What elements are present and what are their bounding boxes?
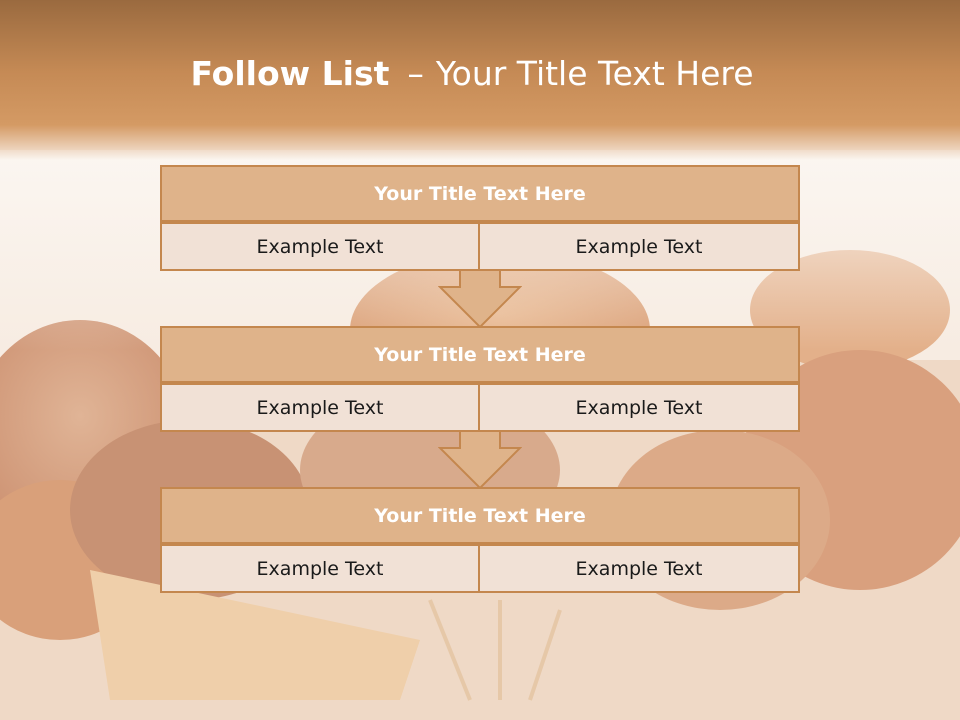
title-rest: Your Title Text Here [435, 54, 754, 93]
list-block-1: Your Title Text Here Example Text Exampl… [160, 165, 800, 271]
list-block-3: Your Title Text Here Example Text Exampl… [160, 487, 800, 593]
block-title: Your Title Text Here [160, 326, 800, 383]
slide-title: Follow List–Your Title Text Here [0, 54, 944, 93]
title-bold: Follow List [190, 54, 390, 93]
title-separator: – [407, 54, 424, 93]
block-right-text: Example Text [480, 544, 800, 593]
down-arrow-icon [438, 430, 522, 490]
title-band [0, 0, 960, 160]
block-right-text: Example Text [480, 222, 800, 271]
block-title: Your Title Text Here [160, 165, 800, 222]
block-right-text: Example Text [480, 383, 800, 432]
down-arrow-icon [438, 269, 522, 329]
block-left-text: Example Text [160, 383, 480, 432]
list-block-2: Your Title Text Here Example Text Exampl… [160, 326, 800, 432]
block-left-text: Example Text [160, 222, 480, 271]
block-title: Your Title Text Here [160, 487, 800, 544]
block-left-text: Example Text [160, 544, 480, 593]
